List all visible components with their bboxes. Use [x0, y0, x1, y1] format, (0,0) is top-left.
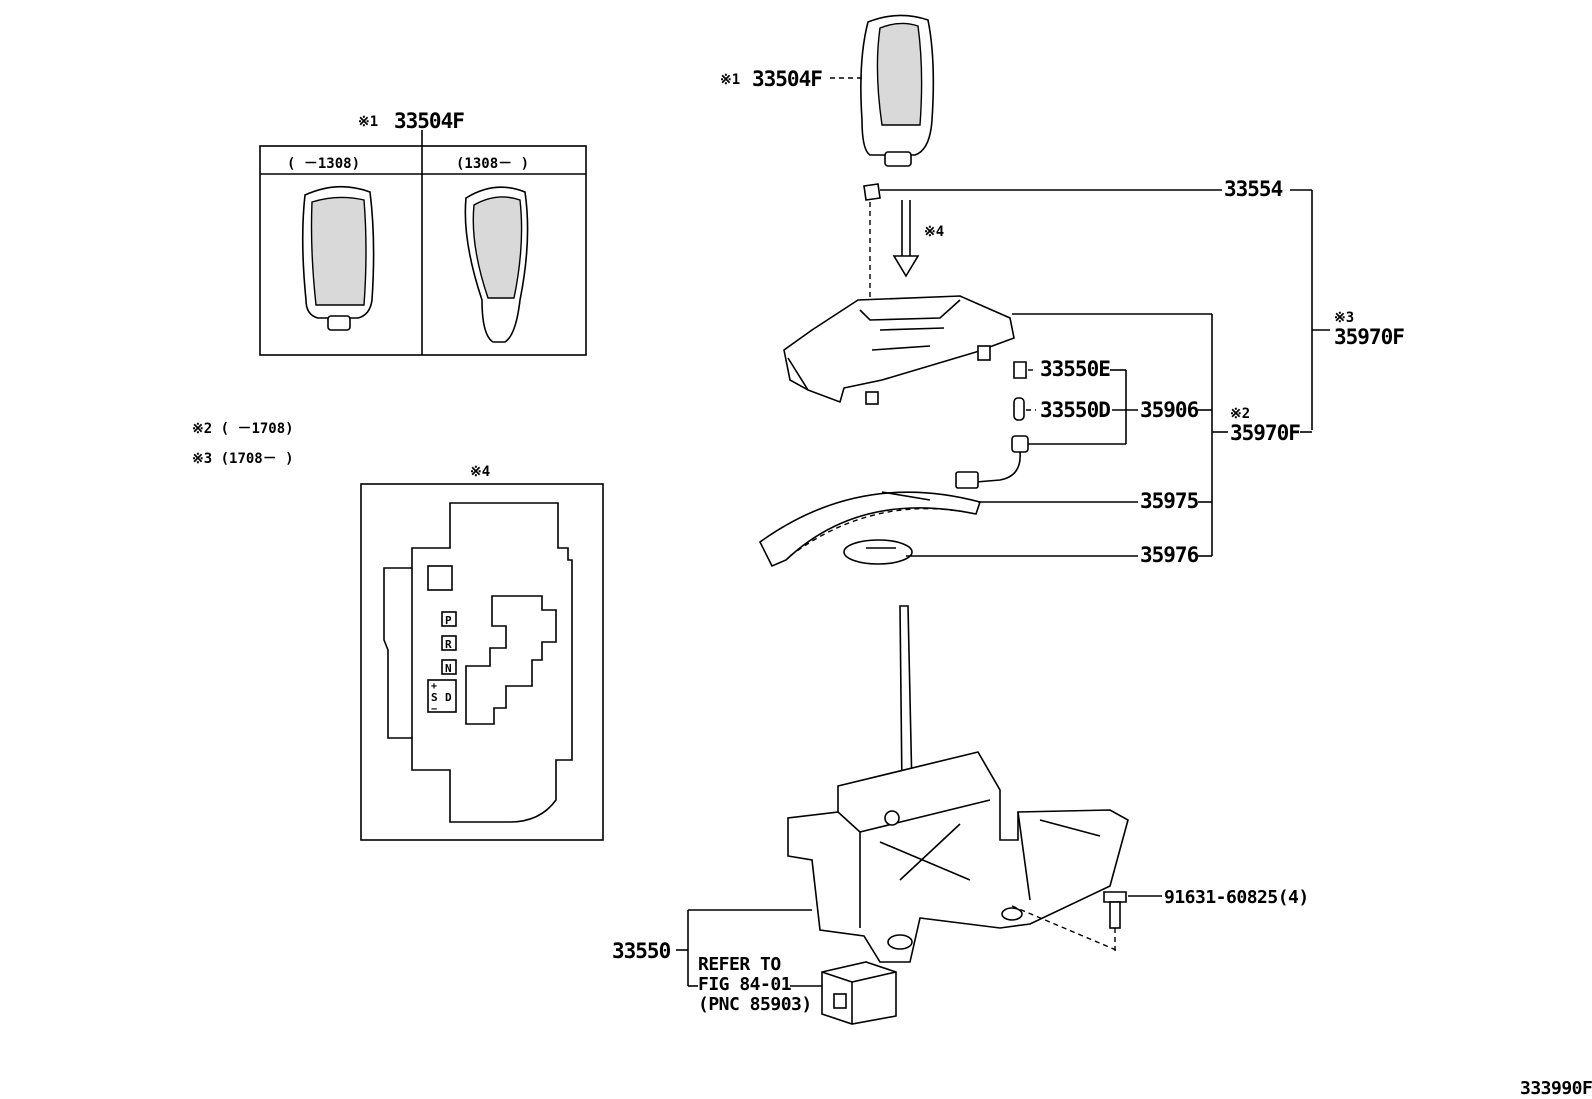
refer-line-1: REFER TO [698, 954, 781, 975]
gate-letter-d: D [445, 691, 452, 704]
label-35970f-2: 35970F [1230, 421, 1300, 445]
shift-knob-top [860, 14, 935, 167]
label-ref-1-box: ※1 [358, 114, 378, 130]
label-35975: 35975 [1140, 489, 1199, 513]
knob-variant-box [259, 130, 587, 356]
bulb-33550d [1013, 397, 1025, 421]
label-33550: 33550 [612, 939, 671, 963]
label-33504f-box: 33504F [394, 109, 464, 133]
label-ref-3: ※3 [1334, 310, 1354, 326]
label-ref-1-top: ※1 [720, 72, 740, 88]
label-33504f-top: 33504F [752, 67, 822, 91]
label-33550d: 33550D [1040, 398, 1110, 422]
shift-indicator-housing [783, 295, 1015, 405]
gate-letter-s: S [431, 691, 438, 704]
bolt-91631 [1103, 891, 1127, 929]
gate-letter-plus: + [431, 681, 437, 692]
socket-wire [955, 435, 1029, 489]
clip-33554 [863, 183, 881, 340]
label-35906: 35906 [1140, 398, 1199, 422]
box-col-left-label: ( －1308) [287, 156, 360, 172]
label-91631-60825: 91631-60825(4) [1164, 887, 1309, 908]
label-arrow-4: ※4 [924, 224, 944, 240]
label-35970f-3: 35970F [1334, 325, 1404, 349]
note-3: ※3 (1708－ ) [192, 451, 294, 467]
gate-letter-n: N [445, 662, 452, 675]
label-33554: 33554 [1224, 177, 1283, 201]
detail-4-title: ※4 [470, 464, 490, 480]
refer-line-2: FIG 84-01 [698, 974, 791, 995]
gate-letter-p: P [445, 614, 452, 627]
note-2: ※2 ( －1708) [192, 421, 294, 437]
label-ref-2: ※2 [1230, 406, 1250, 422]
bulb-33550e [1013, 361, 1027, 379]
label-35976: 35976 [1140, 543, 1199, 567]
gate-letter-minus: − [431, 704, 437, 715]
module-box [821, 961, 897, 1025]
refer-line-3: (PNC 85903) [698, 994, 812, 1015]
label-33550e: 33550E [1040, 357, 1110, 381]
slide-plate-35975 [758, 491, 982, 568]
figure-code: 333990F [1520, 1078, 1592, 1099]
shift-gate-detail [360, 483, 604, 841]
box-col-right-label: (1308－ ) [456, 156, 529, 172]
shift-lever-assembly [787, 605, 1129, 963]
plate-35976 [843, 539, 913, 565]
gate-letter-r: R [445, 638, 452, 651]
arrow-4-icon [892, 200, 920, 278]
